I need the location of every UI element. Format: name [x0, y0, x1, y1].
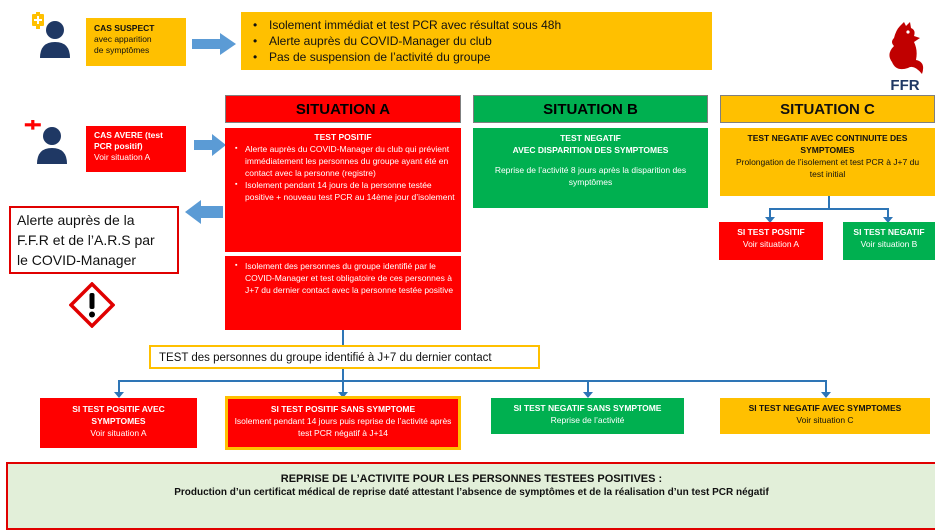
outcome-positive-symptoms-box: SI TEST POSITIF AVEC SYMPTOMES Voir situ…	[40, 398, 197, 448]
situation-a-item-2: Isolement pendant 14 jours de la personn…	[235, 179, 455, 203]
situation-b-header: SITUATION B	[473, 95, 708, 123]
reprise-box: REPRISE DE L’ACTIVITE POUR LES PERSONNES…	[6, 462, 935, 530]
arrow-down-icon	[883, 208, 893, 223]
reprise-title: REPRISE DE L’ACTIVITE POUR LES PERSONNES…	[280, 473, 663, 485]
situation-a-item-1: Alerte auprès du COVID-Manager du club q…	[235, 143, 455, 179]
situation-a-isolation-box: Isolement des personnes du groupe identi…	[225, 256, 461, 330]
outcome-negative-symptoms-box: SI TEST NEGATIF AVEC SYMPTOMES Voir situ…	[720, 398, 930, 434]
outcome-3-title: SI TEST NEGATIF SANS SYMPTOME	[513, 403, 662, 413]
situation-c-negative-text: Voir situation B	[860, 239, 918, 249]
outcome-2-text: Isolement pendant 14 jours puis reprise …	[234, 416, 452, 438]
alert-line3: le COVID-Manager	[17, 252, 137, 268]
confirmed-case-label: CAS AVERE (test PCR positif) Voir situat…	[86, 126, 186, 172]
situation-a-header: SITUATION A	[225, 95, 461, 123]
ffr-logo: FFR	[880, 20, 930, 94]
outcome-negative-no-symptom-box: SI TEST NEGATIF SANS SYMPTOME Reprise de…	[491, 398, 684, 434]
arrow-down-icon	[821, 380, 831, 398]
situation-c-title1: TEST NEGATIF AVEC CONTINUITE DES	[747, 133, 908, 143]
situation-b-box: TEST NEGATIF AVEC DISPARITION DES SYMPTO…	[473, 128, 708, 208]
situation-c-text: Prolongation de l’isolement et test PCR …	[735, 157, 920, 179]
alert-box: Alerte auprès de la F.F.R et de l’A.R.S …	[9, 206, 179, 274]
arrow-down-icon	[338, 380, 348, 398]
rooster-icon	[889, 22, 924, 74]
situation-a-item-3: Isolement des personnes du groupe identi…	[235, 260, 455, 296]
warning-icon	[68, 281, 116, 329]
avere-line2: PCR positif)	[94, 141, 143, 151]
alert-line1: Alerte auprès de la	[17, 212, 135, 228]
suspect-person-icon	[28, 11, 74, 60]
connector-line	[118, 380, 827, 382]
connector-line	[828, 196, 830, 208]
situation-c-box: TEST NEGATIF AVEC CONTINUITE DES SYMPTOM…	[720, 128, 935, 196]
outcome-1-title: SI TEST POSITIF AVEC SYMPTOMES	[72, 404, 165, 426]
avere-line3: Voir situation A	[94, 152, 151, 162]
arrow-right-icon	[192, 33, 236, 55]
suspect-bullet-2: Alerte auprès du COVID-Manager du club	[253, 33, 704, 49]
suspect-actions-box: Isolement immédiat et test PCR avec résu…	[241, 12, 712, 70]
situation-c-header: SITUATION C	[720, 95, 935, 123]
outcome-4-title: SI TEST NEGATIF AVEC SYMPTOMES	[748, 403, 902, 413]
outcome-1-text: Voir situation A	[90, 428, 147, 438]
arrow-down-icon	[114, 380, 124, 398]
connector-line	[342, 369, 344, 381]
arrow-down-icon	[583, 380, 593, 398]
situation-c-title2: SYMPTOMES	[800, 145, 855, 155]
suspect-case-label: CAS SUSPECT avec apparition de symptômes	[86, 18, 186, 66]
situation-b-text: Reprise de l’activité 8 jours après la d…	[494, 165, 687, 187]
situation-b-title2: AVEC DISPARITION DES SYMPTOMES	[512, 145, 669, 155]
suspect-bullet-3: Pas de suspension de l’activité du group…	[253, 49, 704, 65]
connector-line	[342, 330, 344, 346]
suspect-title: CAS SUSPECT	[94, 23, 155, 33]
outcome-positive-no-symptom-box: SI TEST POSITIF SANS SYMPTOME Isolement …	[225, 396, 461, 450]
situation-a-positive-box: TEST POSITIF Alerte auprès du COVID-Mana…	[225, 128, 461, 252]
arrow-right-icon	[194, 134, 226, 156]
reprise-text: Production d’un certificat médical de re…	[174, 487, 769, 498]
confirmed-person-icon	[22, 118, 74, 166]
alert-line2: F.F.R et de l’A.R.S par	[17, 232, 155, 248]
arrow-left-icon	[185, 200, 223, 224]
outcome-2-title: SI TEST POSITIF SANS SYMPTOME	[270, 404, 416, 414]
outcome-4-text: Voir situation C	[796, 415, 854, 425]
suspect-line3: de symptômes	[94, 45, 150, 55]
arrow-down-icon	[765, 208, 775, 223]
test-group-box: TEST des personnes du groupe identifié à…	[149, 345, 540, 369]
situation-c-negative-title: SI TEST NEGATIF	[853, 227, 925, 237]
suspect-line2: avec apparition	[94, 34, 152, 44]
situation-c-positive-title: SI TEST POSITIF	[737, 227, 805, 237]
situation-b-title1: TEST NEGATIF	[560, 133, 621, 143]
situation-c-positive-box: SI TEST POSITIF Voir situation A	[719, 222, 823, 260]
situation-a-title: TEST POSITIF	[314, 132, 372, 142]
situation-c-positive-text: Voir situation A	[742, 239, 800, 249]
situation-c-negative-box: SI TEST NEGATIF Voir situation B	[843, 222, 935, 260]
outcome-3-text: Reprise de l’activité	[550, 415, 625, 425]
logo-text: FFR	[890, 77, 920, 94]
avere-line1: CAS AVERE (test	[94, 130, 163, 140]
connector-line	[769, 208, 889, 210]
suspect-bullet-1: Isolement immédiat et test PCR avec résu…	[253, 17, 704, 33]
